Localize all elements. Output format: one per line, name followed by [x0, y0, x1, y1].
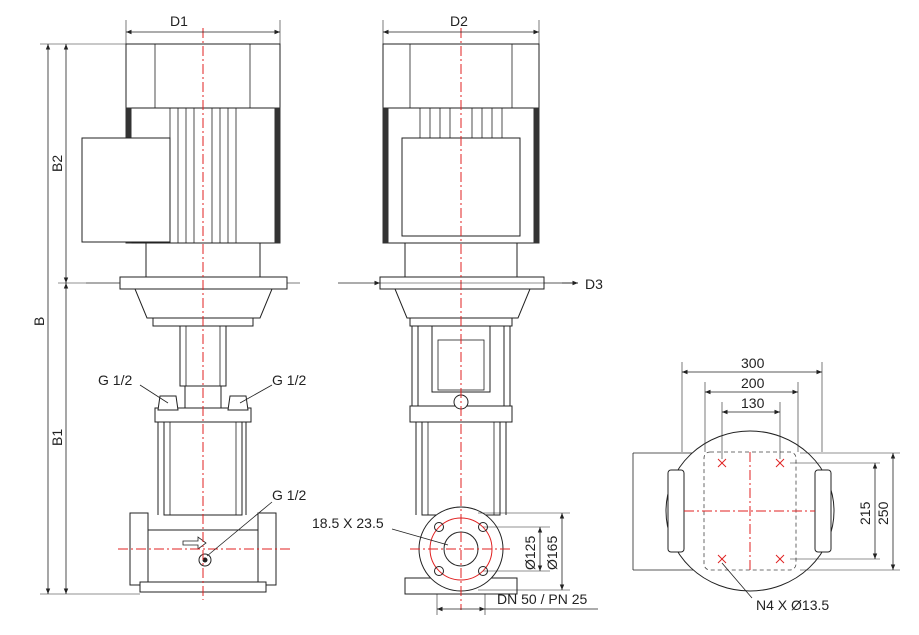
- g-center-label: G 1/2: [272, 487, 306, 503]
- g-right-label: G 1/2: [272, 372, 306, 388]
- base-plan-view: [632, 430, 835, 592]
- w300-label: 300: [741, 355, 765, 371]
- w130-label: 130: [741, 395, 765, 411]
- side-fins: [419, 108, 503, 138]
- bolt-hole-icon: [717, 458, 785, 564]
- base-foot-right: [814, 469, 832, 553]
- b1-label: B1: [49, 429, 65, 446]
- d3-label: D3: [585, 276, 603, 292]
- g-callouts: G 1/2 G 1/2 G 1/2: [98, 372, 306, 557]
- vent-plug-right: [227, 395, 249, 411]
- w200-label: 200: [741, 375, 765, 391]
- dia125-label: Ø125: [522, 536, 538, 570]
- dim-d1: D1: [125, 13, 281, 44]
- b-label: B: [31, 317, 47, 326]
- side-view: [379, 28, 545, 610]
- dim-heights: B B1 B2: [31, 43, 140, 595]
- dim-plan-heights: 215 250: [790, 452, 900, 571]
- dim-dn: DN 50 / PN 25: [436, 591, 598, 615]
- h250-label: 250: [875, 501, 891, 525]
- slot-callout: 18.5 X 23.5: [312, 515, 449, 546]
- g-left-label: G 1/2: [98, 372, 132, 388]
- b2-label: B2: [49, 155, 65, 172]
- flow-arrow-icon: [182, 536, 207, 550]
- h215-label: 215: [857, 501, 873, 525]
- d2-label: D2: [450, 13, 468, 29]
- holes-callout: N4 X Ø13.5: [721, 562, 829, 613]
- drain-plug-icon: [198, 553, 212, 567]
- dn-label: DN 50 / PN 25: [497, 591, 587, 607]
- slot-label: 18.5 X 23.5: [312, 515, 384, 531]
- dim-d2: D2: [382, 13, 540, 44]
- dim-diameters: Ø125 Ø165: [478, 512, 570, 591]
- dim-d3: D3: [86, 276, 603, 292]
- front-view: [81, 28, 290, 600]
- holes-label: N4 X Ø13.5: [756, 597, 829, 613]
- d1-label: D1: [170, 13, 188, 29]
- terminal-box: [81, 137, 171, 243]
- dia165-label: Ø165: [544, 536, 560, 570]
- base-foot-left: [667, 469, 685, 553]
- dim-plan-widths: 300 200 130: [681, 355, 823, 459]
